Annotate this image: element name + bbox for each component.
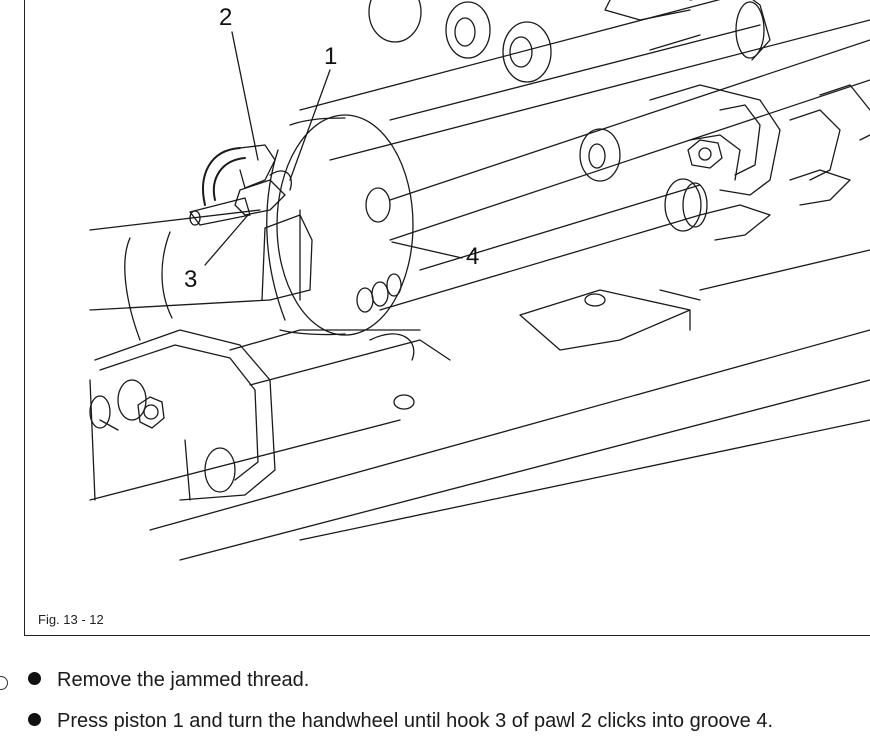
- step-text: Remove the jammed thread.: [57, 669, 310, 691]
- left-cylinder: [89, 209, 271, 341]
- instruction-step: Press piston 1 and turn the handwheel un…: [28, 709, 773, 733]
- plate-holes: [368, 0, 621, 182]
- instruction-step: Remove the jammed thread.: [28, 668, 309, 692]
- step-text-part: Press piston: [57, 710, 173, 732]
- right-bracket: [649, 84, 870, 241]
- callout-1: 1: [324, 43, 338, 70]
- lower-shaft: [379, 39, 870, 311]
- step-text-part: .: [767, 710, 774, 732]
- part-reference: 3: [495, 710, 507, 732]
- bullet-icon: [28, 672, 41, 685]
- part-reference: 1: [172, 710, 184, 732]
- callout-4: 4: [466, 243, 480, 270]
- figure-frame: [24, 0, 870, 636]
- collar-groove: [261, 114, 414, 336]
- step-text-part: clicks into groove: [591, 710, 757, 732]
- bullet-icon: [28, 713, 41, 726]
- technical-drawing: [89, 0, 870, 561]
- base-frame: [89, 249, 870, 561]
- leader-lines: [204, 31, 463, 266]
- upper-shaft: [299, 0, 870, 161]
- part-reference: 4: [756, 710, 768, 732]
- step-text-part: and turn the handwheel until hook: [183, 710, 496, 732]
- callout-3: 3: [184, 266, 198, 293]
- callout-2: 2: [219, 4, 233, 31]
- margin-circle-icon: [0, 676, 8, 690]
- step-text-part: of pawl: [506, 710, 581, 732]
- figure-caption: Fig. 13 - 12: [38, 612, 104, 627]
- part-reference: 2: [580, 710, 592, 732]
